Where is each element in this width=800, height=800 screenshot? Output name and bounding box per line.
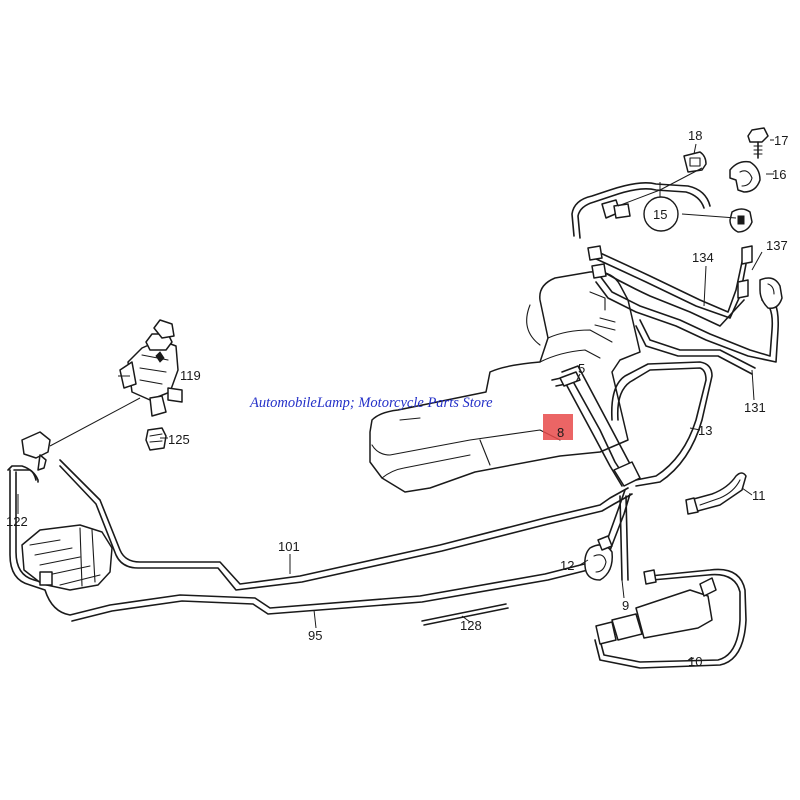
callout-13: 13 — [698, 423, 712, 438]
callout-122: 122 — [6, 514, 28, 529]
callout-5: 5 — [578, 361, 585, 376]
fuel-tank — [369, 271, 641, 493]
line-assembly-5-8-9 — [551, 365, 641, 581]
callout-8: 8 — [557, 425, 564, 440]
callout-137: 137 — [766, 238, 788, 253]
connector-122 — [21, 397, 141, 471]
cable-tie-11 — [685, 472, 747, 515]
store-watermark: AutomobileLamp; Motorcycle Parts Store — [250, 395, 493, 411]
rod-128 — [421, 603, 509, 626]
callout-125: 125 — [168, 432, 190, 447]
callout-circle-15 — [643, 196, 679, 232]
leader-lines — [17, 139, 774, 661]
callout-95: 95 — [308, 628, 322, 643]
callout-15: 15 — [653, 207, 667, 222]
fuel-line-101 — [7, 459, 633, 591]
clip-18 — [683, 151, 707, 173]
line-bundle-13 — [610, 361, 713, 487]
callout-12: 12 — [560, 558, 574, 573]
callout-119: 119 — [180, 368, 201, 383]
callout-17: 17 — [774, 133, 788, 148]
line-bundle-134 — [587, 245, 753, 327]
callout-18: 18 — [688, 128, 702, 143]
highlight-box-8 — [543, 414, 573, 440]
line-bundle-131 — [595, 275, 783, 375]
fuel-filter-10 — [594, 568, 747, 669]
clamp-12 — [584, 535, 613, 581]
fuel-line-95 — [9, 469, 631, 622]
callout-134: 134 — [692, 250, 714, 265]
callout-16: 16 — [772, 167, 786, 182]
bolt-17 — [747, 127, 769, 159]
callout-10: 10 — [688, 654, 702, 669]
callout-131: 131 — [744, 400, 766, 415]
clamp-16 — [729, 160, 761, 193]
callout-9: 9 — [622, 598, 629, 613]
intake-manifold — [21, 524, 113, 591]
callout-11: 11 — [752, 488, 766, 503]
cap-125 — [145, 427, 167, 451]
valve-119 — [119, 319, 183, 417]
hose-15 — [571, 182, 753, 239]
callout-101: 101 — [278, 539, 300, 554]
callout-128: 128 — [460, 618, 482, 633]
